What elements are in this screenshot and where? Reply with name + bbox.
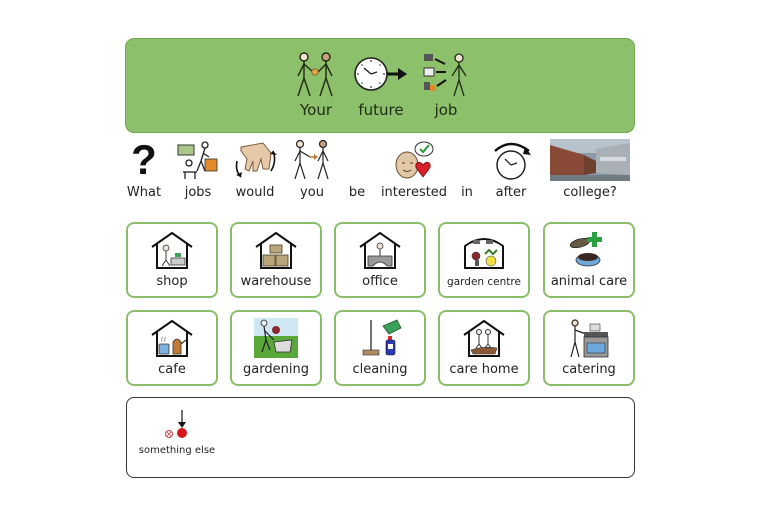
option-gardening[interactable]: gardening	[230, 310, 322, 386]
option-catering[interactable]: catering	[543, 310, 635, 386]
interested-face-heart-icon	[378, 138, 450, 182]
title-word-label: future	[358, 101, 404, 119]
question-word-you: you	[290, 138, 334, 200]
question-word-be: be	[346, 138, 368, 200]
question-word-label: What	[126, 185, 162, 200]
title-word-future: future	[346, 49, 416, 119]
question-word-label: be	[348, 185, 366, 200]
question-word-interested: interested	[378, 138, 450, 200]
question-word-label: jobs	[184, 185, 212, 200]
option-cafe[interactable]: cafe	[126, 310, 218, 386]
option-label: animal care	[550, 274, 628, 289]
option-label: care home	[449, 362, 519, 377]
question-word-label: would	[235, 185, 275, 200]
person-pointing-icon	[290, 138, 334, 182]
option-label: warehouse	[240, 274, 312, 289]
question-word-jobs: jobs	[174, 138, 222, 200]
option-animal-care[interactable]: animal care	[543, 222, 635, 298]
question-sentence: ? What jobs would	[120, 138, 640, 208]
question-mark-icon: ?	[131, 136, 157, 183]
shop-house-icon	[128, 224, 216, 270]
option-label: garden centre	[447, 276, 521, 288]
title-word-job: job	[411, 49, 481, 119]
care-home-icon	[440, 312, 528, 358]
something-else-icon	[165, 410, 187, 438]
option-label: shop	[156, 274, 188, 289]
question-word-in: in	[458, 138, 476, 200]
option-label: catering	[562, 362, 616, 377]
question-word-label: college?	[563, 185, 617, 200]
cafe-house-icon	[128, 312, 216, 358]
something-else-panel: something else	[126, 397, 635, 478]
question-word-what: ? What	[124, 136, 164, 201]
title-word-label: Your	[299, 101, 333, 119]
question-word-after: after	[488, 138, 534, 200]
question-word-label: after	[495, 185, 527, 200]
jobs-icon	[174, 138, 222, 182]
hand-would-icon	[232, 138, 278, 182]
title-word-label: job	[434, 101, 458, 119]
gardening-icon	[232, 312, 320, 358]
clock-after-icon	[488, 138, 534, 182]
jobs-to-person-icon	[411, 49, 481, 99]
option-warehouse[interactable]: warehouse	[230, 222, 322, 298]
title-word-your: Your	[281, 49, 351, 119]
option-label: office	[362, 274, 398, 289]
title-banner: Your future	[125, 38, 635, 133]
cleaning-icon	[336, 312, 424, 358]
option-label: gardening	[243, 362, 309, 377]
garden-centre-icon	[440, 224, 528, 270]
option-garden-centre[interactable]: garden centre	[438, 222, 530, 298]
office-desk-icon	[336, 224, 424, 270]
option-shop[interactable]: shop	[126, 222, 218, 298]
option-office[interactable]: office	[334, 222, 426, 298]
animal-care-icon	[545, 224, 633, 270]
option-something-else[interactable]: something else	[137, 410, 217, 456]
two-people-handing-icon	[281, 49, 351, 99]
question-word-label: in	[461, 185, 473, 200]
catering-stove-icon	[545, 312, 633, 358]
question-word-label: interested	[380, 185, 448, 200]
option-label: cleaning	[352, 362, 408, 377]
option-label: something else	[138, 445, 216, 456]
option-cleaning[interactable]: cleaning	[334, 310, 426, 386]
college-building-photo	[548, 138, 632, 182]
question-word-college: college?	[548, 138, 632, 200]
warehouse-boxes-icon	[232, 224, 320, 270]
question-word-label: you	[300, 185, 324, 200]
option-care-home[interactable]: care home	[438, 310, 530, 386]
question-word-would: would	[232, 138, 278, 200]
clock-arrow-icon	[346, 49, 416, 99]
option-label: cafe	[158, 362, 186, 377]
